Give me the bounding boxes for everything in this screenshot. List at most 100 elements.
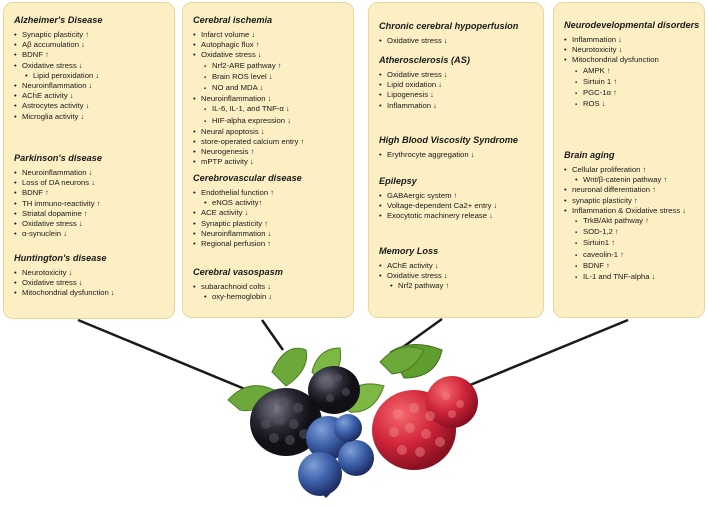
- list-subitem: Brain ROS level ↓: [193, 72, 353, 83]
- connector-line-development-aging: [457, 318, 629, 392]
- section-parkinsons: Parkinson's disease Neuroinflammation ↓ …: [4, 153, 174, 239]
- section-chronic-hypoperfusion: Chronic cerebral hypoperfusion Oxidative…: [369, 21, 543, 46]
- section-epilepsy: Epilepsy GABAergic system ↑ Voltage-depe…: [369, 176, 543, 222]
- list-subitem: Nrf2-ARE pathway ↑: [193, 61, 353, 72]
- panel-development-aging: Neurodevelopmental disorders Inflammatio…: [553, 2, 705, 318]
- list-item: neuronal differentiation ↑: [564, 185, 704, 195]
- list-subitem: Nrf2 pathway ↑: [379, 281, 543, 291]
- list-item: Regional perfusion ↑: [193, 239, 353, 249]
- list-item: ACE activity ↓: [193, 208, 353, 218]
- section-title: Brain aging: [564, 150, 615, 160]
- section-title: Cerebrovascular disease: [193, 173, 302, 183]
- list-item: Oxidative stress ↓: [379, 36, 543, 46]
- list-item: Neural apoptosis ↓: [193, 127, 353, 137]
- section-cerebral-ischemia: Cerebral ischemia Infarct volume ↓ Autop…: [183, 15, 353, 168]
- list-item: BDNF ↑: [14, 188, 174, 198]
- list-item: Striatal dopamine ↑: [14, 209, 174, 219]
- list-item: Neurotoxicity ↓: [14, 268, 174, 278]
- list-item: Astrocytes activity ↓: [14, 101, 174, 111]
- list-item: Oxidative stress ↓: [193, 50, 353, 60]
- list-item: Autophagic flux ↑: [193, 40, 353, 50]
- section-alzheimers: Alzheimer's Disease Synaptic plasticity …: [4, 15, 174, 122]
- list-item: Cellular proliferation ↑: [564, 165, 704, 175]
- section-blood-viscosity: High Blood Viscosity Syndrome Erythrocyt…: [369, 135, 543, 160]
- panel-cerebrovascular: Cerebral ischemia Infarct volume ↓ Autop…: [182, 2, 354, 318]
- list-item: Infarct volume ↓: [193, 30, 353, 40]
- list-item: Neurotoxicity ↓: [564, 45, 704, 55]
- section-title: Huntington's disease: [14, 253, 107, 263]
- list-item: Microglia activity ↓: [14, 112, 174, 122]
- blackberry-icon: [250, 366, 360, 456]
- list-item: Aβ accumulation ↓: [14, 40, 174, 50]
- section-title: Alzheimer's Disease: [14, 15, 103, 25]
- list-item: Neuroinflammation ↓: [193, 229, 353, 239]
- list-item: mPTP activity ↓: [193, 157, 353, 167]
- section-atherosclerosis: Atherosclerosis (AS) Oxidative stress ↓ …: [369, 55, 543, 111]
- list-item: Loss of DA neurons ↓: [14, 178, 174, 188]
- section-title: High Blood Viscosity Syndrome: [379, 135, 519, 145]
- list-item: AChE activity ↓: [14, 91, 174, 101]
- list-subitem: oxy-hemoglobin ↓: [193, 292, 353, 302]
- list-item: store-operated calcium entry ↑: [193, 137, 353, 147]
- section-title: Memory Loss: [379, 246, 439, 256]
- section-title: Neurodevelopmental disorders: [564, 20, 700, 30]
- panel-vascular-epilepsy-memory: Chronic cerebral hypoperfusion Oxidative…: [368, 2, 544, 318]
- list-item: Neuroinflammation ↓: [14, 168, 174, 178]
- list-item: Lipogenesis ↓: [379, 90, 543, 100]
- list-subitem: eNOS activity↑: [193, 198, 353, 208]
- panel-neurodegenerative: Alzheimer's Disease Synaptic plasticity …: [3, 2, 175, 319]
- list-subitem: Lipid peroxidation ↓: [14, 71, 174, 81]
- list-item: Inflammation & Oxidative stress ↓: [564, 206, 704, 216]
- list-subitem: TrkB/Akt pathway ↑: [564, 216, 704, 227]
- list-item: Exocytotic machinery release ↓: [379, 211, 543, 221]
- list-item: BDNF ↑: [14, 50, 174, 60]
- connector-line-neurodegenerative: [77, 318, 253, 394]
- list-item: Oxidative stress ↓: [14, 219, 174, 229]
- list-item: Endothelial function ↑: [193, 188, 353, 198]
- section-title: Epilepsy: [379, 176, 417, 186]
- list-subitem: Sirtuin1 ↑: [564, 238, 704, 249]
- list-item: subarachnoid colts ↓: [193, 282, 353, 292]
- list-item: Synaptic plasticity ↑: [14, 30, 174, 40]
- section-huntingtons: Huntington's disease Neurotoxicity ↓ Oxi…: [4, 253, 174, 299]
- list-item: Neuroinflammation ↓: [14, 81, 174, 91]
- list-item: Oxidative stress ↓: [379, 271, 543, 281]
- list-item: Voltage-dependent Ca2+ entry ↓: [379, 201, 543, 211]
- list-item: GABAergic system ↑: [379, 191, 543, 201]
- list-item: α-synuclein ↓: [14, 229, 174, 239]
- list-item: Neurogenesis ↑: [193, 147, 353, 157]
- list-item: Oxidative stress ↓: [379, 70, 543, 80]
- section-cerebrovascular-disease: Cerebrovascular disease Endothelial func…: [183, 173, 353, 249]
- list-item: Lipid oxidation ↓: [379, 80, 543, 90]
- list-item: Mitochondrial dysfunction: [564, 55, 704, 65]
- section-brain-aging: Brain aging Cellular proliferation ↑ Wnt…: [554, 150, 704, 283]
- section-title: Cerebral vasospasm: [193, 267, 283, 277]
- list-item: synaptic plasticity ↑: [564, 196, 704, 206]
- section-memory-loss: Memory Loss AChE activity ↓ Oxidative st…: [369, 246, 543, 292]
- list-subitem: caveolin-1 ↑: [564, 250, 704, 261]
- list-subitem: PGC-1α ↑: [564, 88, 704, 99]
- list-item: Oxidative stress ↓: [14, 278, 174, 288]
- list-item: Oxidative stress ↓: [14, 61, 174, 71]
- blueberry-icon: [298, 414, 374, 498]
- list-subitem: SOD-1,2 ↑: [564, 227, 704, 238]
- list-subitem: BDNF ↑: [564, 261, 704, 272]
- section-title: Cerebral ischemia: [193, 15, 273, 25]
- list-item: Mitochondrial dysfunction ↓: [14, 288, 174, 298]
- list-subitem: AMPK ↑: [564, 66, 704, 77]
- list-item: Synaptic plasticity ↑: [193, 219, 353, 229]
- list-item: Inflammation ↓: [564, 35, 704, 45]
- list-subitem: Sirtuin 1 ↑: [564, 77, 704, 88]
- raspberry-icon: [372, 346, 478, 470]
- list-item: TH immuno-reactivity ↑: [14, 199, 174, 209]
- list-item: Inflammation ↓: [379, 101, 543, 111]
- list-subitem: NO and MDA ↓: [193, 83, 353, 94]
- list-subitem: IL-6, IL-1, and TNF-α ↓: [193, 104, 353, 115]
- list-item: AChE activity ↓: [379, 261, 543, 271]
- list-subitem: Wnt/β-catenin pathway ↑: [564, 175, 704, 185]
- connector-line-cerebrovascular: [260, 319, 285, 351]
- list-item: Erythrocyte aggregation ↓: [379, 150, 543, 160]
- list-subitem: ROS ↓: [564, 99, 704, 110]
